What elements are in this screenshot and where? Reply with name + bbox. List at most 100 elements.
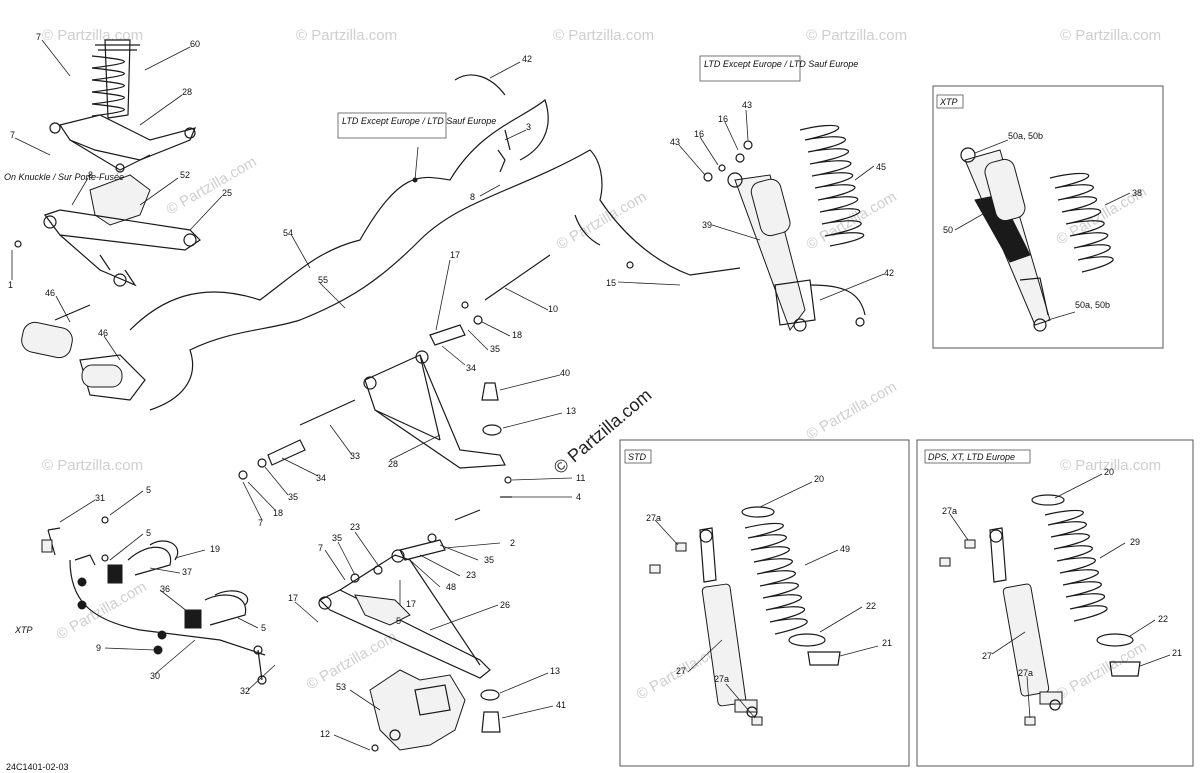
callout-5[interactable]: 5 bbox=[146, 528, 151, 538]
callout-13[interactable]: 13 bbox=[566, 406, 576, 416]
diagram-id: 24C1401-02-03 bbox=[6, 762, 69, 772]
callout-33[interactable]: 33 bbox=[350, 451, 360, 461]
callout-10[interactable]: 10 bbox=[548, 304, 558, 314]
callout-20[interactable]: 20 bbox=[814, 474, 824, 484]
callout-46[interactable]: 46 bbox=[45, 288, 55, 298]
callout-50a-50b[interactable]: 50a, 50b bbox=[1075, 300, 1110, 310]
callout-4[interactable]: 4 bbox=[576, 492, 581, 502]
callout-42[interactable]: 42 bbox=[884, 268, 894, 278]
callout-50[interactable]: 50 bbox=[943, 225, 953, 235]
knuckle-assembly bbox=[14, 174, 201, 287]
callout-23[interactable]: 23 bbox=[466, 570, 476, 580]
watermark: © Partzilla.com bbox=[42, 457, 143, 474]
callout-19[interactable]: 19 bbox=[210, 544, 220, 554]
callout-43[interactable]: 43 bbox=[742, 100, 752, 110]
callout-5[interactable]: 5 bbox=[146, 485, 151, 495]
upper-a-arm bbox=[238, 254, 551, 498]
callout-30[interactable]: 30 bbox=[150, 671, 160, 681]
callout-8[interactable]: 8 bbox=[470, 192, 475, 202]
dps-shock-27 bbox=[939, 527, 1063, 726]
callout-5[interactable]: 5 bbox=[261, 623, 266, 633]
std-shock-27 bbox=[649, 527, 763, 726]
callout-11[interactable]: 11 bbox=[576, 473, 585, 483]
callout-37[interactable]: 37 bbox=[182, 567, 192, 577]
callout-48[interactable]: 48 bbox=[446, 582, 456, 592]
callout-52[interactable]: 52 bbox=[180, 170, 190, 180]
notes: LTD Except Europe / LTD Sauf Europe LTD … bbox=[4, 55, 858, 772]
callout-50a-50b[interactable]: 50a, 50b bbox=[1008, 131, 1043, 141]
callout-28[interactable]: 28 bbox=[388, 459, 398, 469]
std-spring-49 bbox=[741, 506, 841, 666]
watermark: © Partzilla.com bbox=[1060, 27, 1161, 44]
xtp-swaybar-note: XTP bbox=[14, 625, 33, 635]
callout-22[interactable]: 22 bbox=[866, 601, 876, 611]
callout-27a[interactable]: 27a bbox=[714, 674, 729, 684]
callout-7[interactable]: 7 bbox=[10, 130, 15, 140]
xtp-box-label: XTP bbox=[939, 97, 958, 107]
xtp-shock-50 bbox=[960, 147, 1051, 332]
callout-12[interactable]: 12 bbox=[320, 729, 330, 739]
callout-38[interactable]: 38 bbox=[1132, 188, 1142, 198]
callout-54[interactable]: 54 bbox=[283, 228, 293, 238]
callout-46[interactable]: 46 bbox=[98, 328, 108, 338]
callout-35[interactable]: 35 bbox=[332, 533, 342, 543]
callout-41[interactable]: 41 bbox=[556, 700, 566, 710]
callout-35[interactable]: 35 bbox=[288, 492, 298, 502]
callout-26[interactable]: 26 bbox=[500, 600, 510, 610]
callout-27a[interactable]: 27a bbox=[942, 506, 957, 516]
leader-lines bbox=[11, 39, 1171, 751]
callout-21[interactable]: 21 bbox=[1172, 648, 1182, 658]
callout-36[interactable]: 36 bbox=[160, 584, 170, 594]
callout-16[interactable]: 16 bbox=[694, 129, 704, 139]
knuckle-53 bbox=[369, 669, 466, 752]
dps-shock-box: DPS, XT, LTD Europe bbox=[916, 439, 1194, 767]
callout-13[interactable]: 13 bbox=[550, 666, 560, 676]
callout-60[interactable]: 60 bbox=[190, 39, 200, 49]
brake-lines bbox=[129, 74, 866, 411]
callout-5[interactable]: 5 bbox=[396, 616, 401, 626]
callout-17[interactable]: 17 bbox=[450, 250, 460, 260]
callout-27[interactable]: 27 bbox=[676, 666, 686, 676]
callout-18[interactable]: 18 bbox=[273, 508, 283, 518]
callout-35[interactable]: 35 bbox=[490, 344, 500, 354]
callout-29[interactable]: 29 bbox=[1130, 537, 1140, 547]
callout-34[interactable]: 34 bbox=[316, 473, 326, 483]
callout-3[interactable]: 3 bbox=[526, 122, 531, 132]
callout-45[interactable]: 45 bbox=[876, 162, 886, 172]
callout-27a[interactable]: 27a bbox=[1018, 668, 1033, 678]
callout-20[interactable]: 20 bbox=[1104, 467, 1114, 477]
callout-27a[interactable]: 27a bbox=[646, 513, 661, 523]
callout-23[interactable]: 23 bbox=[350, 522, 360, 532]
callout-53[interactable]: 53 bbox=[336, 682, 346, 692]
callout-15[interactable]: 15 bbox=[606, 278, 616, 288]
callout-32[interactable]: 32 bbox=[240, 686, 250, 696]
callout-34[interactable]: 34 bbox=[466, 363, 476, 373]
callout-9[interactable]: 9 bbox=[96, 643, 101, 653]
callout-8[interactable]: 8 bbox=[88, 170, 93, 180]
callout-1[interactable]: 1 bbox=[8, 280, 13, 290]
callout-39[interactable]: 39 bbox=[702, 220, 712, 230]
callout-40[interactable]: 40 bbox=[560, 368, 570, 378]
callout-25[interactable]: 25 bbox=[222, 188, 232, 198]
callout-21[interactable]: 21 bbox=[882, 638, 892, 648]
callout-7[interactable]: 7 bbox=[36, 32, 41, 42]
callout-7[interactable]: 7 bbox=[318, 543, 323, 553]
watermark: © Partzilla.com bbox=[553, 27, 654, 44]
callout-17[interactable]: 17 bbox=[406, 599, 416, 609]
callout-18[interactable]: 18 bbox=[512, 330, 522, 340]
callout-31[interactable]: 31 bbox=[95, 493, 105, 503]
callout-27[interactable]: 27 bbox=[982, 651, 992, 661]
callout-22[interactable]: 22 bbox=[1158, 614, 1168, 624]
callout-43[interactable]: 43 bbox=[670, 137, 680, 147]
lower-a-arm bbox=[318, 509, 501, 733]
callout-42[interactable]: 42 bbox=[522, 54, 532, 64]
callout-16[interactable]: 16 bbox=[718, 114, 728, 124]
callout-55[interactable]: 55 bbox=[318, 275, 328, 285]
callout-35[interactable]: 35 bbox=[484, 555, 494, 565]
callout-28[interactable]: 28 bbox=[182, 87, 192, 97]
callout-49[interactable]: 49 bbox=[840, 544, 850, 554]
callout-7[interactable]: 7 bbox=[258, 518, 263, 528]
callout-17[interactable]: 17 bbox=[288, 593, 298, 603]
callout-2[interactable]: 2 bbox=[510, 538, 515, 548]
